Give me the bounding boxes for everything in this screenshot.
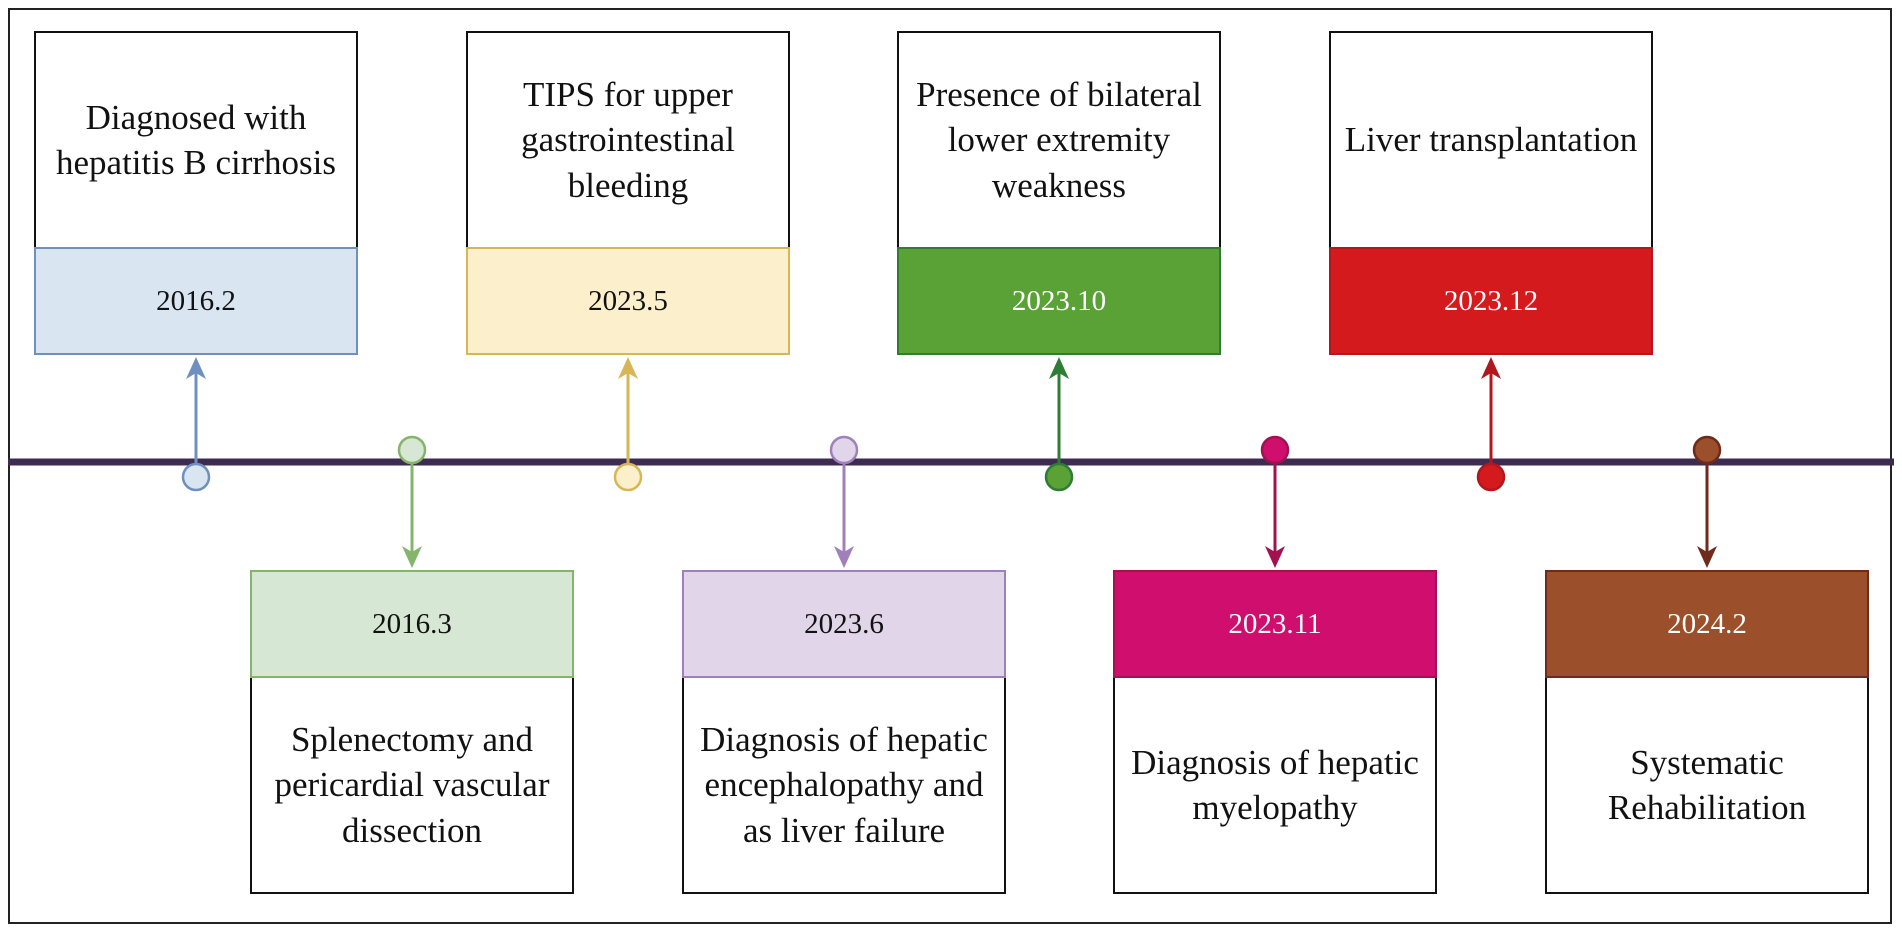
timeline-marker [613,462,643,492]
event-description: Diagnosis of hepatic encephalopathy and … [682,676,1006,894]
connectors [181,357,1722,568]
event-description: Diagnosis of hepatic myelopathy [1113,676,1437,894]
timeline-marker [397,435,427,465]
event-date: 2016.2 [34,247,358,355]
event-description: TIPS for upper gastrointestinal bleeding [466,31,790,249]
event-date: 2023.10 [897,247,1221,355]
event-date: 2023.12 [1329,247,1653,355]
timeline-marker [1476,462,1506,492]
connector-arrowhead [834,546,854,568]
timeline-marker [181,462,211,492]
event-description: Systematic Rehabilitation [1545,676,1869,894]
timeline-marker [829,435,859,465]
connector-arrowhead [1265,546,1285,568]
timeline-marker [1044,462,1074,492]
event-description: Liver transplantation [1329,31,1653,249]
event-date: 2023.11 [1113,570,1437,678]
connector-arrowhead [186,357,206,379]
connector-arrowhead [1481,357,1501,379]
connector-arrowhead [402,546,422,568]
timeline-marker [1260,435,1290,465]
event-description: Diagnosed with hepatitis B cirrhosis [34,31,358,249]
connector-arrowhead [618,357,638,379]
timeline-marker [1692,435,1722,465]
event-description: Splenectomy and pericardial vascular dis… [250,676,574,894]
event-date: 2024.2 [1545,570,1869,678]
diagram-frame [8,8,1892,924]
connector-arrowhead [1049,357,1069,379]
event-date: 2023.6 [682,570,1006,678]
event-date: 2023.5 [466,247,790,355]
event-description: Presence of bilateral lower extremity we… [897,31,1221,249]
connector-arrowhead [1697,546,1717,568]
event-date: 2016.3 [250,570,574,678]
